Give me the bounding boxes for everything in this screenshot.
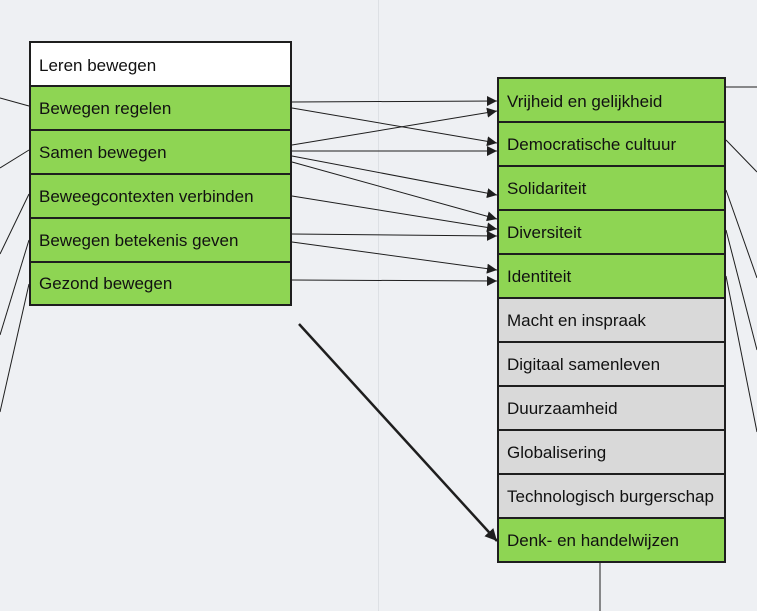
left-item-bewegen-regelen[interactable]: Bewegen regelen — [31, 85, 290, 129]
offscreen-line-right — [725, 275, 757, 433]
offscreen-line-right — [725, 229, 757, 351]
left-item-bewegen-betekenis-geven[interactable]: Bewegen betekenis geven — [31, 217, 290, 261]
connector-arrow — [291, 107, 498, 147]
right-item-globalisering[interactable]: Globalisering — [499, 429, 724, 473]
offscreen-line-left — [0, 193, 30, 255]
left-box: Leren bewegen Bewegen regelen Samen bewe… — [29, 41, 292, 306]
right-item-label: Digitaal samenleven — [507, 354, 661, 374]
left-item-label: Leren bewegen — [39, 55, 157, 75]
left-item-gezond-bewegen[interactable]: Gezond bewegen — [31, 261, 290, 304]
right-box: Vrijheid en gelijkheid Democratische cul… — [497, 77, 726, 563]
right-item-label: Macht en inspraak — [507, 310, 646, 330]
connector-arrow — [291, 230, 498, 241]
left-item-samen-bewegen[interactable]: Samen bewegen — [31, 129, 290, 173]
offscreen-line-left — [0, 97, 30, 107]
connector-arrow — [291, 195, 498, 233]
right-item-label: Duurzaamheid — [507, 398, 618, 418]
right-item-solidariteit[interactable]: Solidariteit — [499, 165, 724, 209]
left-item-label: Beweegcontexten verbinden — [39, 186, 254, 206]
right-item-label: Technologisch burgerschap — [507, 486, 714, 506]
right-item-denk-en-handelwijzen[interactable]: Denk- en handelwijzen — [499, 517, 724, 561]
right-item-label: Democratische cultuur — [507, 134, 677, 154]
offscreen-line-left — [0, 283, 30, 413]
right-item-democratische-cultuur[interactable]: Democratische cultuur — [499, 121, 724, 165]
canvas-divider — [378, 0, 379, 611]
connector-arrow — [291, 275, 498, 286]
connector-arrow — [291, 155, 498, 199]
left-item-leren-bewegen[interactable]: Leren bewegen — [31, 43, 290, 87]
main-diagonal-arrow — [298, 323, 498, 542]
connector-arrow — [291, 107, 498, 146]
left-item-label: Bewegen betekenis geven — [39, 230, 239, 250]
right-item-label: Denk- en handelwijzen — [507, 530, 679, 550]
offscreen-line-right — [725, 139, 757, 173]
right-item-vrijheid-en-gelijkheid[interactable]: Vrijheid en gelijkheid — [499, 79, 724, 123]
connector-arrow — [291, 241, 498, 274]
left-item-label: Bewegen regelen — [39, 98, 172, 118]
right-item-label: Globalisering — [507, 442, 607, 462]
right-item-identiteit[interactable]: Identiteit — [499, 253, 724, 297]
offscreen-line-right — [725, 189, 757, 279]
offscreen-line-left — [0, 239, 30, 336]
right-item-label: Identiteit — [507, 266, 572, 286]
left-item-label: Gezond bewegen — [39, 274, 173, 293]
left-item-beweegcontexten-verbinden[interactable]: Beweegcontexten verbinden — [31, 173, 290, 217]
offscreen-line-left — [0, 149, 30, 169]
right-item-label: Diversiteit — [507, 222, 582, 242]
right-item-label: Vrijheid en gelijkheid — [507, 91, 663, 111]
right-item-diversiteit[interactable]: Diversiteit — [499, 209, 724, 253]
right-item-label: Solidariteit — [507, 178, 587, 198]
right-item-macht-en-inspraak[interactable]: Macht en inspraak — [499, 297, 724, 341]
right-item-duurzaamheid[interactable]: Duurzaamheid — [499, 385, 724, 429]
connector-arrow — [291, 161, 498, 222]
connector-arrow — [291, 96, 498, 107]
left-item-label: Samen bewegen — [39, 142, 167, 162]
right-item-technologisch-burgerschap[interactable]: Technologisch burgerschap — [499, 473, 724, 517]
right-item-digitaal-samenleven[interactable]: Digitaal samenleven — [499, 341, 724, 385]
